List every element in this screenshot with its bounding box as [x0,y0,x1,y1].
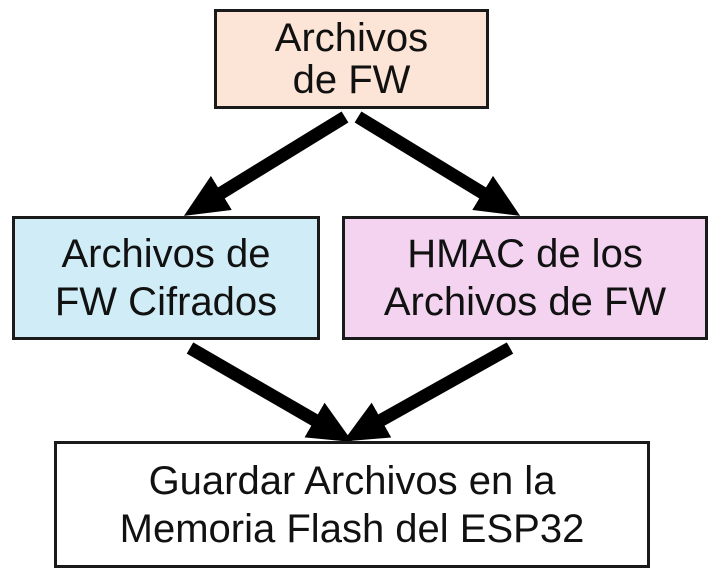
node-firmware-hmac: HMAC de los Archivos de FW [342,216,708,340]
arrow-encrypted-to-store [186,342,353,443]
node-firmware-hmac-line2: Archivos de FW [383,280,667,324]
node-encrypted-firmware-line2: FW Cifrados [54,280,278,324]
node-encrypted-firmware: Archivos de FW Cifrados [12,216,320,340]
arrow-hmac-to-store [343,342,514,442]
node-firmware-hmac-line1: HMAC de los [407,232,643,276]
node-firmware-files: Archivos de FW [214,9,489,109]
node-store-flash-line1: Guardar Archivos en la [148,458,556,503]
arrow-source-to-hmac [354,111,521,216]
node-store-flash: Guardar Archivos en la Memoria Flash del… [54,441,650,568]
node-store-flash-line2: Memoria Flash del ESP32 [119,506,585,551]
arrow-source-to-encrypted [183,111,349,216]
node-firmware-files-line2: de FW [292,58,411,102]
node-firmware-files-line1: Archivos [274,16,429,60]
node-encrypted-firmware-line1: Archivos de [61,232,271,276]
